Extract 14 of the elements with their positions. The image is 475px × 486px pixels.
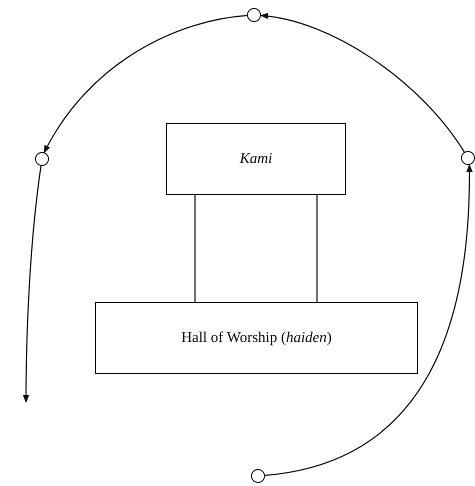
station-circle [251, 469, 265, 483]
box-label: Hall of Worship (haiden) [181, 330, 332, 346]
station-circle [35, 152, 49, 166]
station-circle [247, 8, 261, 22]
connector-line [194, 195, 196, 302]
box-label: Kami [240, 150, 272, 168]
curved-arrow [264, 164, 472, 476]
curved-arrow [44, 14, 248, 154]
curved-arrow [260, 13, 465, 152]
curved-arrow [22, 166, 42, 403]
label-box [166, 123, 346, 195]
station-circle [461, 151, 475, 165]
label-box [95, 302, 418, 374]
connector-line [316, 195, 318, 302]
